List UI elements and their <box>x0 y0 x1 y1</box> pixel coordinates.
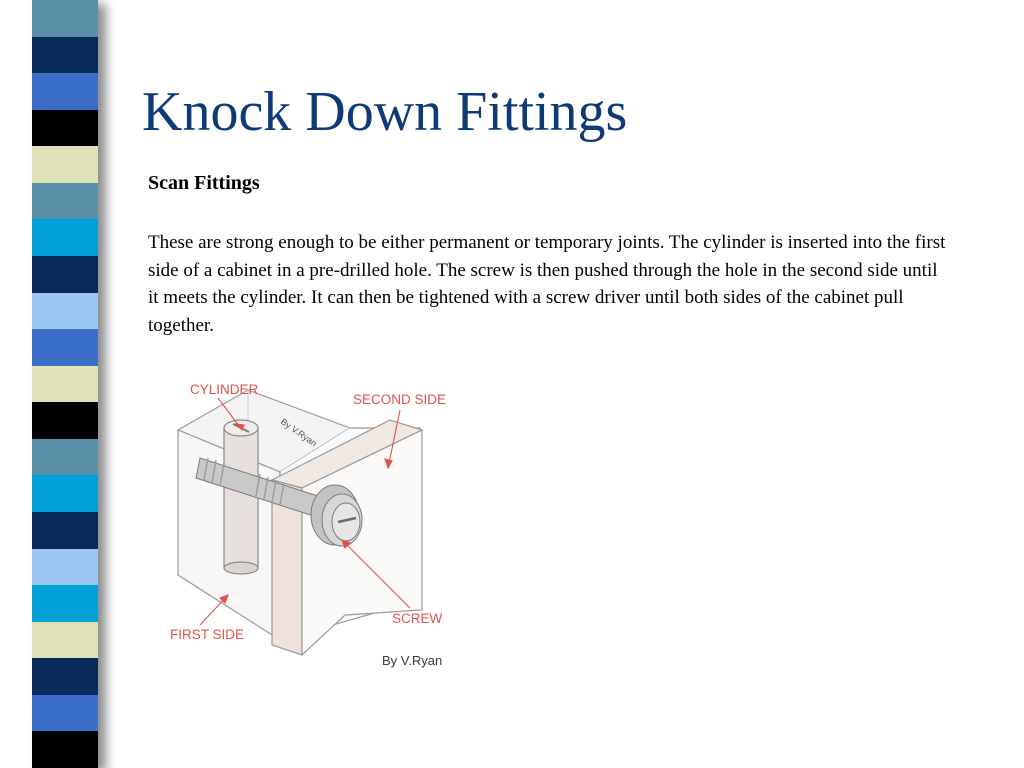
label-screw: SCREW <box>392 611 443 626</box>
scan-fitting-illustration: CYLINDER SECOND SIDE SCREW FIRST SIDE By… <box>170 382 446 668</box>
label-first-side: FIRST SIDE <box>170 627 244 642</box>
stripe-segment <box>32 219 98 257</box>
stripe-segment <box>32 292 98 331</box>
stripe-segment <box>32 548 98 587</box>
stripe-segment <box>32 329 98 367</box>
stripe-segment <box>32 694 98 733</box>
body-paragraph: These are strong enough to be either per… <box>148 232 946 336</box>
label-second-side: SECOND SIDE <box>353 392 446 407</box>
stripe-segment <box>32 438 98 477</box>
slide-title: Knock Down Fittings <box>142 81 628 143</box>
stripe-segment <box>32 146 98 184</box>
stripe-segment <box>32 658 98 696</box>
stripe-segment <box>32 585 98 623</box>
stripe-segment <box>32 256 98 294</box>
stripe-segment <box>32 512 98 550</box>
stripe-segment <box>32 109 98 148</box>
scan-fitting-diagram: CYLINDER SECOND SIDE SCREW FIRST SIDE By… <box>160 370 460 680</box>
stripe-segment <box>32 365 98 404</box>
label-cylinder: CYLINDER <box>190 382 259 397</box>
cylinder-part <box>223 419 259 575</box>
section-heading: Scan Fittings <box>148 172 260 194</box>
leader-lines <box>199 397 411 626</box>
decorative-stripe-bar <box>32 0 98 768</box>
stripe-segment <box>32 402 98 440</box>
stripe-segment <box>32 182 98 221</box>
stripe-segment <box>32 731 98 768</box>
stripe-segment <box>32 621 98 660</box>
stripe-segment <box>32 475 98 513</box>
stripe-segment <box>32 0 98 38</box>
screw-part <box>195 457 363 547</box>
stripe-segment <box>32 73 98 111</box>
diagram-credit: By V.Ryan <box>382 653 442 668</box>
stripe-segment <box>32 36 98 75</box>
